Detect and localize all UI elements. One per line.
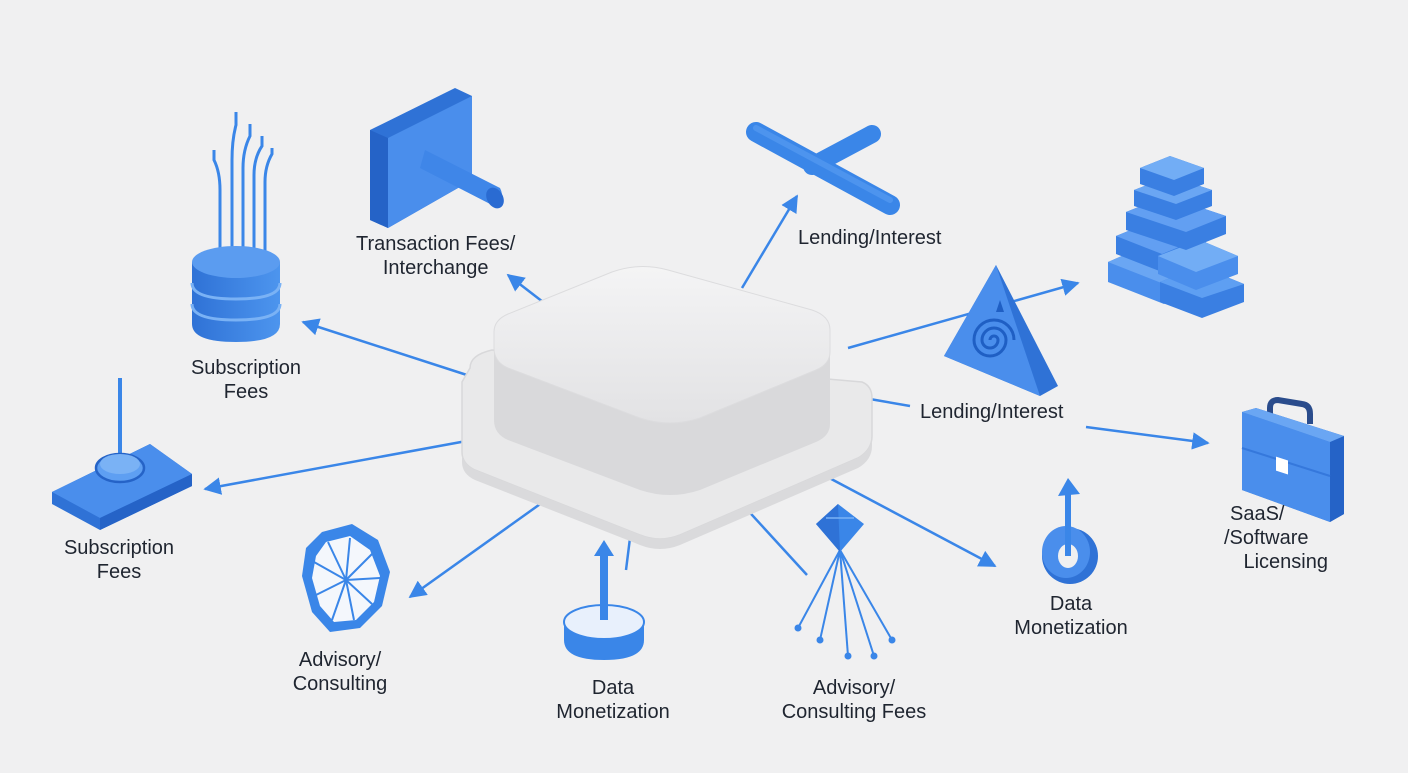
arrow-to-subscription-left	[203, 438, 473, 495]
stacked-blocks-icon	[1108, 156, 1244, 318]
label-line: Advisory/	[298, 649, 382, 671]
label-line: Data	[591, 677, 635, 699]
label-line: Transaction Fees/	[356, 233, 516, 255]
spiral-triangle-icon	[944, 265, 1058, 396]
label-transaction-fees: Transaction Fees/ Interchange	[356, 232, 515, 280]
label-line: Consulting Fees	[781, 701, 927, 723]
label-advisory-consulting-fees: Advisory/ Consulting Fees	[764, 676, 944, 724]
central-hub-platform	[461, 266, 873, 549]
label-line: Fees	[223, 381, 269, 403]
ring-arrow-icon	[1042, 478, 1098, 584]
connector-arrows	[203, 194, 1210, 599]
label-line: /Software	[1224, 527, 1309, 549]
briefcase-icon	[1241, 396, 1344, 522]
label-line: Monetization	[1014, 617, 1128, 639]
label-subscription-fees-left: Subscription Fees	[52, 536, 186, 584]
label-data-monetization-bottom: Data Monetization	[546, 676, 680, 724]
bar-icon	[746, 122, 900, 215]
label-line: Lending/Interest	[920, 401, 1064, 423]
label-subscription-fees-top: Subscription Fees	[182, 356, 310, 404]
arrow-to-blocks	[847, 278, 1080, 350]
octagon-wheel-icon	[302, 524, 390, 632]
label-advisory-consulting-left: Advisory/ Consulting	[286, 648, 394, 696]
label-line: Monetization	[556, 701, 670, 723]
pad-antenna-icon	[52, 378, 192, 530]
label-line: Subscription	[63, 537, 175, 559]
label-line: Data	[1049, 593, 1093, 615]
label-line: Lending/Interest	[798, 227, 942, 249]
label-lending-interest-top: Lending/Interest	[798, 226, 941, 250]
arrow-to-data-right	[802, 462, 997, 568]
label-lending-interest-right: Lending/Interest	[920, 400, 1063, 424]
arrow-to-saas	[1085, 425, 1210, 450]
label-line: Licensing	[1243, 551, 1328, 573]
label-line: SaaS/	[1230, 503, 1285, 525]
pedestal-arrow-icon	[563, 540, 645, 660]
label-line: Interchange	[382, 257, 489, 279]
label-line: Subscription	[190, 357, 302, 379]
diamond-fan-icon	[794, 504, 896, 660]
arrow-to-transaction	[506, 273, 544, 303]
database-icon	[190, 112, 282, 342]
label-saas-licensing: SaaS/ /Software Licensing	[1222, 502, 1332, 574]
label-line: Consulting	[292, 673, 388, 695]
label-data-monetization-right: Data Monetization	[1004, 592, 1138, 640]
panel-pin-icon	[370, 88, 504, 228]
arrow-to-subscription-top	[301, 318, 471, 378]
label-line: Fees	[96, 561, 142, 583]
arrow-to-lending-top	[740, 194, 799, 289]
label-line: Advisory/	[812, 677, 896, 699]
